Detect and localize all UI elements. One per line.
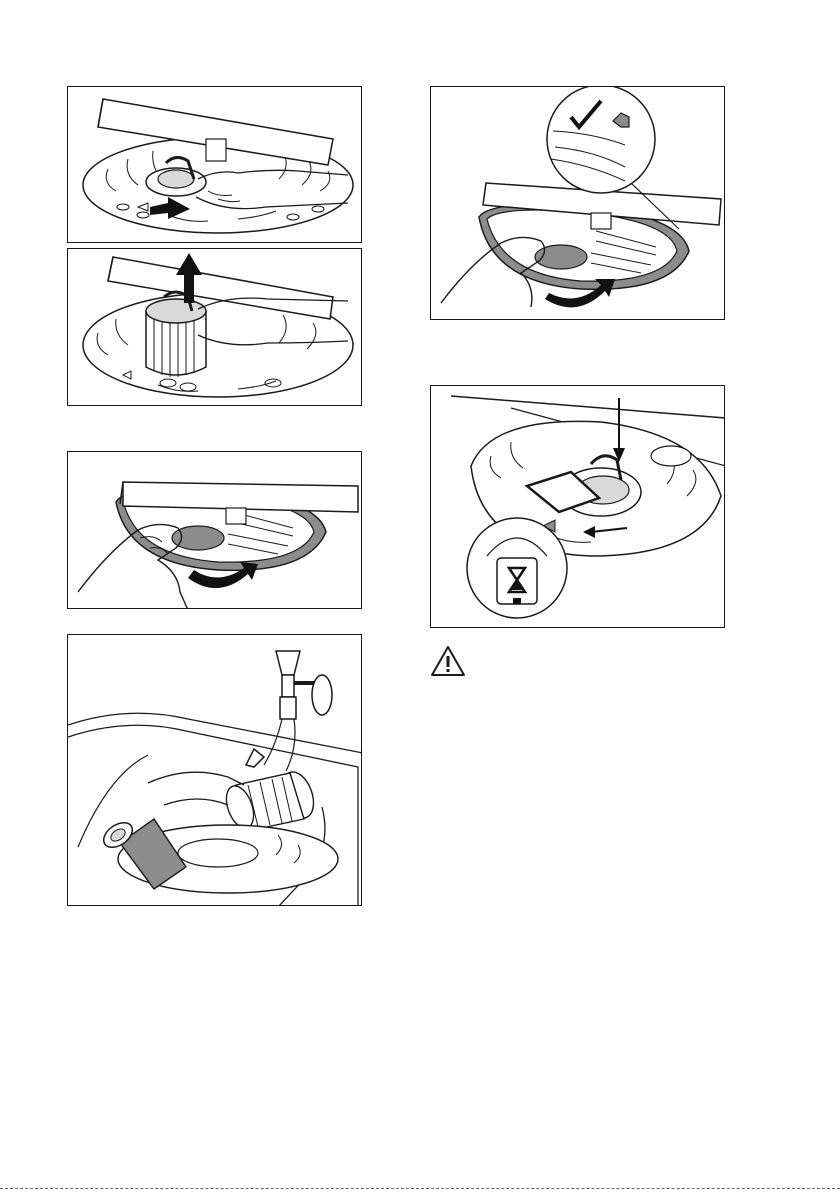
filter-turn-counterclockwise-illustration: [68, 87, 362, 243]
filter-rinse-under-tap-illustration: [68, 635, 362, 906]
filter-lock-clockwise-illustration: [431, 386, 725, 628]
illustration-rinse-filters: [67, 634, 362, 906]
illustration-filter-lock: [430, 385, 725, 628]
flat-filter-install-checkmark-illustration: [431, 87, 725, 320]
page-bottom-rule: [0, 1188, 840, 1189]
illustration-flat-filter-remove: [67, 451, 362, 609]
illustration-filter-lift: [67, 248, 362, 406]
illustration-flat-filter-install: [430, 86, 725, 320]
illustration-filter-turn: [67, 86, 362, 243]
warning-triangle-icon: [430, 645, 466, 677]
filter-lift-up-illustration: [68, 249, 362, 406]
flat-filter-remove-illustration: [68, 452, 362, 609]
